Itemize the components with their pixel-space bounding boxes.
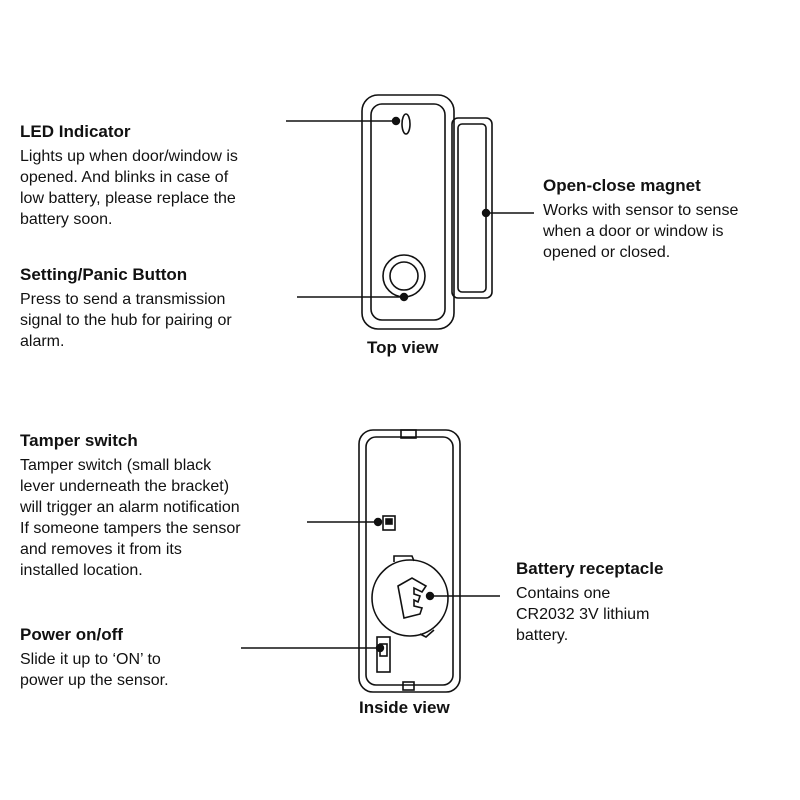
tamper-switch [382,515,396,531]
tamper-switch-desc: Tamper switch (small black lever underne… [20,455,241,581]
desc-line: Contains one [516,585,611,602]
panic-button-label: Setting/Panic Button Press to send a tra… [20,264,232,352]
led-indicator-label: LED Indicator Lights up when door/window… [20,121,238,230]
desc-line: alarm. [20,333,65,350]
power-switch-desc: Slide it up to ‘ON’ to power up the sens… [20,649,169,691]
sensor-inner-shell [370,103,446,321]
bottom-clip [402,681,415,691]
desc-line: when a door or window is [543,223,724,240]
desc-line: will trigger an alarm notification [20,499,240,516]
inside-view-callouts [241,517,500,653]
inside-inner-shell [365,436,454,686]
led-indicator-desc: Lights up when door/window is opened. An… [20,146,238,230]
panic-button-desc: Press to send a transmission signal to t… [20,289,232,352]
sensor-outer-shell [361,94,455,330]
magnet-inner [457,123,487,293]
desc-line: battery. [516,627,569,644]
desc-line: low battery, please replace the [20,190,236,207]
power-switch-title: Power on/off [20,625,123,644]
desc-line: lever underneath the bracket) [20,478,230,495]
sensor-top-view [361,94,455,330]
desc-line: Tamper switch (small black [20,457,212,474]
desc-line: Lights up when door/window is [20,148,238,165]
desc-line: battery soon. [20,211,113,228]
desc-line: power up the sensor. [20,672,169,689]
power-callout-dot [375,643,385,653]
battery-receptacle-desc: Contains one CR2032 3V lithium battery. [516,583,663,646]
battery-tab-bottom [419,629,435,638]
panic-button-title: Setting/Panic Button [20,265,188,284]
tamper-lever [385,518,393,525]
magnet-desc: Works with sensor to sense when a door o… [543,200,738,263]
top-view-callouts [286,116,534,302]
magnet-callout-dot [481,208,491,218]
battery-holder [371,555,449,638]
desc-line: CR2032 3V lithium [516,606,650,623]
desc-line: and removes it from its [20,541,182,558]
battery-receptacle-label: Battery receptacle Contains one CR2032 3… [516,558,663,646]
desc-line: opened. And blinks in case of [20,169,229,186]
tamper-switch-label: Tamper switch Tamper switch (small black… [20,430,241,581]
led-indicator-title: LED Indicator [20,122,131,141]
battery-callout-dot [425,591,435,601]
button-callout-dot [399,292,409,302]
power-switch [376,636,391,673]
desc-line: Works with sensor to sense [543,202,739,219]
magnet-top-view [451,117,493,299]
battery-receptacle [371,559,449,637]
inside-view-caption: Inside view [359,698,450,717]
sensor-inside-view [358,429,461,693]
tamper-callout-dot [373,517,383,527]
battery-contact-icon [397,577,428,619]
desc-line: signal to the hub for pairing or [20,312,232,329]
magnet-label: Open-close magnet Works with sensor to s… [543,175,738,263]
top-clip [400,429,417,439]
desc-line: installed location. [20,562,143,579]
desc-line: If someone tampers the sensor [20,520,241,537]
desc-line: Press to send a transmission [20,291,226,308]
battery-tab-top [393,555,415,562]
desc-line: opened or closed. [543,244,671,261]
desc-line: Slide it up to ‘ON’ to [20,651,161,668]
power-switch-label: Power on/off Slide it up to ‘ON’ to powe… [20,624,169,691]
panic-button [389,261,419,291]
battery-receptacle-title: Battery receptacle [516,559,664,578]
magnet-title: Open-close magnet [543,176,701,195]
tamper-switch-title: Tamper switch [20,431,138,450]
led-indicator [401,113,411,135]
top-view-caption: Top view [367,338,439,357]
magnet-outer [451,117,493,299]
led-callout-dot [391,116,401,126]
inside-outer-shell [358,429,461,693]
